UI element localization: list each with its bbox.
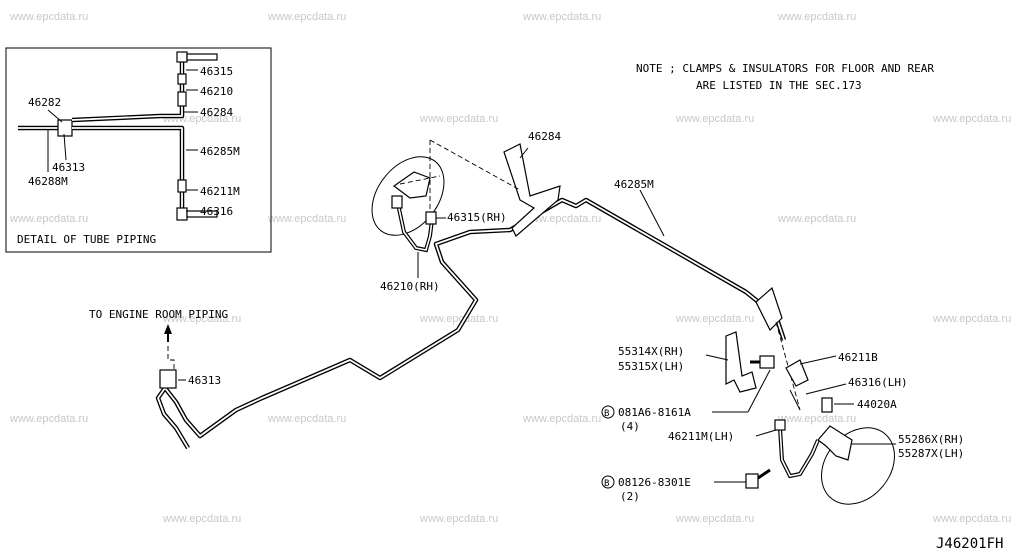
lh-hose-fitting	[774, 419, 786, 431]
bracket-lh-upper	[755, 286, 783, 332]
label-bolt-081a6: 081A6-8161A	[618, 406, 691, 419]
detail-frame	[5, 47, 272, 253]
detail-label-46316: 46316	[200, 205, 233, 218]
label-55315x: 55315X(LH)	[618, 360, 684, 373]
watermark: www.epcdata.ru	[9, 413, 88, 425]
label-bolt-08126: 08126-8301E	[618, 476, 691, 489]
label-46211m-lh: 46211M(LH)	[668, 430, 734, 443]
arrow-up-icon	[164, 324, 172, 334]
bolt-symbol-letter: B	[604, 409, 609, 419]
label-55314x: 55314X(RH)	[618, 345, 684, 358]
lh-brake-disc	[821, 427, 895, 505]
watermark: www.epcdata.ru	[522, 413, 601, 425]
bolt-44020a	[821, 397, 833, 413]
detail-fitting-bottom	[176, 207, 188, 221]
bolt-symbol-b	[601, 475, 615, 489]
label-46285m: 46285M	[614, 178, 654, 191]
detail-junction	[57, 119, 73, 137]
detail-connector-46211m	[177, 179, 187, 193]
detail-connector-46210	[177, 91, 187, 107]
clip-46211b	[785, 359, 809, 387]
label-46316-lh: 46316(LH)	[848, 376, 908, 389]
label-to-engine-room: TO ENGINE ROOM PIPING	[89, 308, 228, 321]
watermark: www.epcdata.ru	[932, 113, 1011, 125]
watermark: www.epcdata.ru	[267, 11, 346, 23]
note-line-1: NOTE ; CLAMPS & INSULATORS FOR FLOOR AND…	[636, 62, 934, 75]
detail-tube-46285m	[72, 125, 185, 212]
watermark: www.epcdata.ru	[9, 11, 88, 23]
detail-connector-46315	[177, 73, 187, 85]
watermark: www.epcdata.ru	[932, 313, 1011, 325]
label-46313: 46313	[188, 374, 221, 387]
detail-label-46315: 46315	[200, 65, 233, 78]
rh-hose-fitting	[391, 195, 403, 209]
label-46211b: 46211B	[838, 351, 878, 364]
watermark: www.epcdata.ru	[9, 213, 88, 225]
watermark: www.epcdata.ru	[675, 513, 754, 525]
label-46284: 46284	[528, 130, 561, 143]
detail-hose-top	[186, 53, 218, 61]
bolt-08126	[745, 473, 759, 489]
bolt-081a6	[759, 355, 775, 369]
detail-label-46285m: 46285M	[200, 145, 240, 158]
connector-46313	[159, 369, 177, 389]
note-line-2: ARE LISTED IN THE SEC.173	[696, 79, 862, 92]
watermark: www.epcdata.ru	[162, 513, 241, 525]
watermark: www.epcdata.ru	[777, 213, 856, 225]
watermark: www.epcdata.ru	[675, 313, 754, 325]
detail-hose-bottom	[186, 210, 218, 218]
detail-of-tube-piping: 46282 46313 46288M 46315 46210 46284 462…	[5, 47, 272, 253]
label-46210-rh: 46210(RH)	[380, 280, 440, 293]
watermark: www.epcdata.ru	[267, 213, 346, 225]
detail-label-46313: 46313	[52, 161, 85, 174]
watermark: www.epcdata.ru	[777, 413, 856, 425]
watermark: www.epcdata.ru	[267, 413, 346, 425]
bracket-55314x	[725, 331, 757, 393]
watermark: www.epcdata.ru	[675, 113, 754, 125]
watermark: www.epcdata.ru	[522, 11, 601, 23]
detail-label-46284: 46284	[200, 106, 233, 119]
watermark-layer: www.epcdata.ru www.epcdata.ru www.epcdat…	[9, 11, 1011, 525]
diagram-code: J46201FH	[936, 536, 1003, 552]
detail-label-46210: 46210	[200, 85, 233, 98]
label-46315-rh: 46315(RH)	[447, 211, 507, 224]
detail-label-46288m: 46288M	[28, 175, 68, 188]
label-55287x: 55287X(LH)	[898, 447, 964, 460]
lh-caliper-bracket	[817, 425, 853, 461]
rh-caliper-bracket	[392, 171, 431, 199]
bracket-46284	[503, 143, 561, 237]
watermark: www.epcdata.ru	[522, 213, 601, 225]
watermark: www.epcdata.ru	[932, 513, 1011, 525]
detail-label-46282: 46282	[28, 96, 61, 109]
detail-caption: DETAIL OF TUBE PIPING	[17, 233, 156, 246]
watermark: www.epcdata.ru	[419, 313, 498, 325]
detail-tube-46284	[71, 56, 185, 123]
watermark: www.epcdata.ru	[419, 513, 498, 525]
bolt-symbol-b	[601, 405, 615, 419]
bolt-symbol-letter: B	[604, 479, 609, 489]
rh-hose-joint	[425, 211, 437, 225]
watermark: www.epcdata.ru	[419, 113, 498, 125]
label-55286x: 55286X(RH)	[898, 433, 964, 446]
detail-fitting-top	[176, 51, 188, 63]
label-bolt-08126-qty: (2)	[620, 490, 640, 503]
detail-label-46211m: 46211M	[200, 185, 240, 198]
watermark: www.epcdata.ru	[162, 313, 241, 325]
label-44020a: 44020A	[857, 398, 897, 411]
label-bolt-081a6-qty: (4)	[620, 420, 640, 433]
watermark: www.epcdata.ru	[777, 11, 856, 23]
